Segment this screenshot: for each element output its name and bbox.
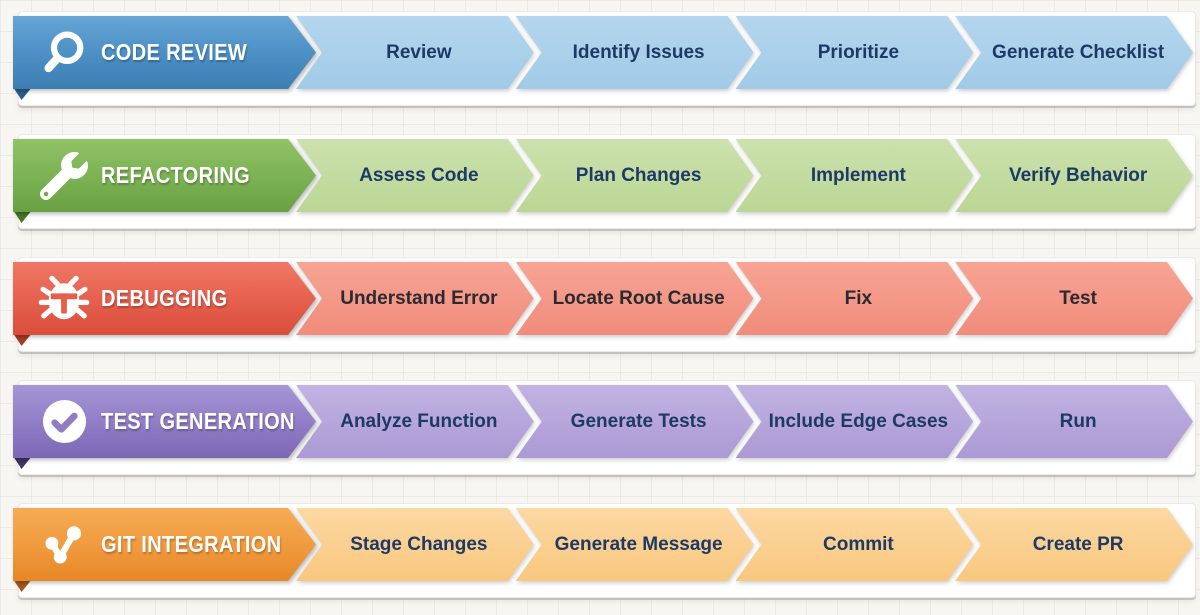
step-chevron: Prioritize bbox=[736, 16, 974, 89]
step-chevron: Identify Issues bbox=[516, 16, 754, 89]
row-title: CODE REVIEW bbox=[101, 39, 248, 65]
row-header-ribbon: GIT INTEGRATION bbox=[13, 508, 316, 581]
step-label: Review bbox=[386, 41, 452, 63]
step-label: Analyze Function bbox=[340, 410, 498, 432]
step-label: Generate Message bbox=[554, 533, 723, 555]
step-chevron: Commit bbox=[736, 508, 974, 581]
row-title: GIT INTEGRATION bbox=[101, 531, 282, 557]
workflow-row-refactoring: REFACTORING Assess Code Plan Changes Imp… bbox=[0, 123, 1200, 246]
step-chevron: Run bbox=[955, 385, 1193, 458]
row-title: REFACTORING bbox=[101, 162, 251, 188]
workflow-row-debugging: DEBUGGING Understand Error Locate Root C… bbox=[0, 246, 1200, 369]
step-chevron: Test bbox=[955, 262, 1193, 335]
step-label: Prioritize bbox=[817, 41, 900, 63]
step-label: Identify Issues bbox=[572, 41, 705, 63]
step-label: Generate Tests bbox=[570, 410, 707, 432]
workflow-row-git-integration: GIT INTEGRATION Stage Changes Generate M… bbox=[0, 492, 1200, 615]
row-title: DEBUGGING bbox=[101, 285, 228, 311]
step-chevron: Understand Error bbox=[296, 262, 534, 335]
step-chevron: Plan Changes bbox=[516, 139, 754, 212]
row-steps: Understand Error Locate Root Cause Fix T… bbox=[296, 262, 1193, 335]
step-chevron: Analyze Function bbox=[296, 385, 534, 458]
row-steps: Analyze Function Generate Tests Include … bbox=[296, 385, 1193, 458]
step-label: Locate Root Cause bbox=[552, 287, 725, 309]
row-steps: Assess Code Plan Changes Implement Verif… bbox=[296, 139, 1193, 212]
step-label: Plan Changes bbox=[575, 164, 702, 186]
step-chevron: Generate Tests bbox=[516, 385, 754, 458]
step-chevron: Assess Code bbox=[296, 139, 534, 212]
step-label: Commit bbox=[823, 533, 894, 555]
step-chevron: Fix bbox=[736, 262, 974, 335]
search-icon bbox=[35, 16, 93, 89]
bug-icon bbox=[35, 262, 93, 335]
step-chevron: Verify Behavior bbox=[955, 139, 1193, 212]
step-label: Stage Changes bbox=[350, 533, 488, 555]
wrench-icon bbox=[35, 139, 93, 212]
row-header-ribbon: REFACTORING bbox=[13, 139, 316, 212]
step-chevron: Include Edge Cases bbox=[736, 385, 974, 458]
step-label: Include Edge Cases bbox=[768, 410, 949, 432]
step-label: Generate Checklist bbox=[992, 41, 1165, 63]
step-label: Implement bbox=[810, 164, 906, 186]
row-header-ribbon: TEST GENERATION bbox=[13, 385, 316, 458]
step-label: Test bbox=[1059, 287, 1097, 309]
workflow-row-code-review: CODE REVIEW Review Identify Issues Prior… bbox=[0, 0, 1200, 123]
step-chevron: Generate Message bbox=[516, 508, 754, 581]
step-label: Understand Error bbox=[340, 287, 498, 309]
step-label: Fix bbox=[844, 287, 873, 309]
step-chevron: Stage Changes bbox=[296, 508, 534, 581]
row-header-ribbon: CODE REVIEW bbox=[13, 16, 316, 89]
step-chevron: Implement bbox=[736, 139, 974, 212]
row-title: TEST GENERATION bbox=[101, 408, 295, 434]
step-chevron: Generate Checklist bbox=[955, 16, 1193, 89]
step-chevron: Create PR bbox=[955, 508, 1193, 581]
row-steps: Review Identify Issues Prioritize Genera… bbox=[296, 16, 1193, 89]
check-circle-icon bbox=[35, 385, 93, 458]
step-label: Assess Code bbox=[359, 164, 479, 186]
workflow-row-test-generation: TEST GENERATION Analyze Function Generat… bbox=[0, 369, 1200, 492]
step-chevron: Review bbox=[296, 16, 534, 89]
step-label: Run bbox=[1059, 410, 1097, 432]
step-label: Create PR bbox=[1032, 533, 1124, 555]
row-header-ribbon: DEBUGGING bbox=[13, 262, 316, 335]
step-chevron: Locate Root Cause bbox=[516, 262, 754, 335]
row-steps: Stage Changes Generate Message Commit Cr… bbox=[296, 508, 1193, 581]
step-label: Verify Behavior bbox=[1008, 164, 1148, 186]
git-branch-icon bbox=[35, 508, 93, 581]
